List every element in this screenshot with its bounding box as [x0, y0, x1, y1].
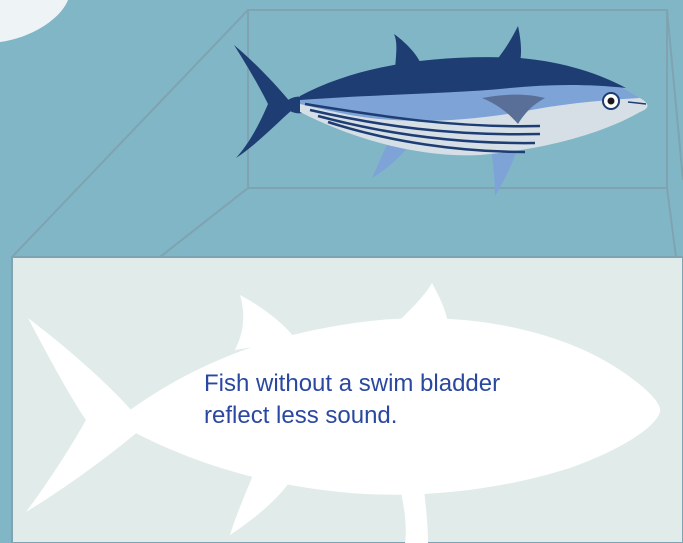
zoom-line-bottom-right — [667, 188, 676, 257]
caption-text: Fish without a swim bladder reflect less… — [204, 368, 624, 432]
tuna-fish-icon — [234, 26, 648, 196]
partial-fish-silhouette-icon — [0, 0, 68, 42]
caption-line-2: reflect less sound. — [204, 402, 397, 429]
zoom-line-bottom-left — [160, 188, 248, 257]
zoom-line-top-left — [12, 10, 248, 257]
zoom-line-right — [667, 10, 683, 180]
caption-line-1: Fish without a swim bladder — [204, 370, 500, 397]
